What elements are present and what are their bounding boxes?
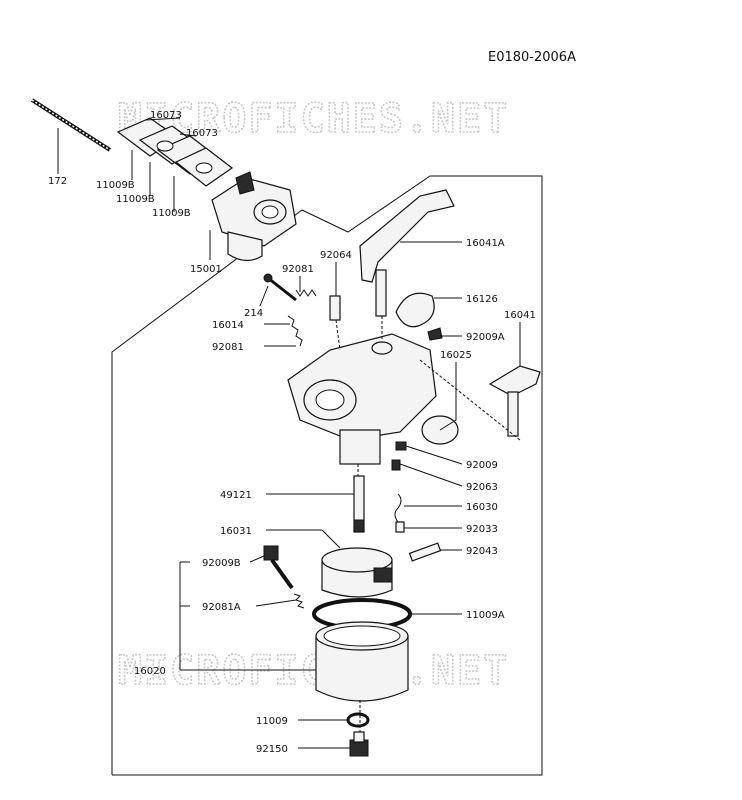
leader-lines (57, 117, 521, 749)
watermark-bottom: MICROFICHES.NET (118, 648, 509, 694)
clip-16030 (394, 493, 402, 523)
label-92063: 92063 (466, 482, 498, 493)
label-92081a: 92081A (202, 602, 241, 613)
label-16014: 16014 (212, 320, 244, 331)
label-16041: 16041 (504, 310, 536, 321)
pin-92063 (391, 459, 401, 471)
pin-92043 (408, 542, 442, 562)
label-11009b-2: 11009B (116, 194, 155, 205)
screw-92064 (329, 295, 341, 321)
label-11009b-3: 11009B (152, 208, 191, 219)
label-92081-mid: 92081 (212, 342, 244, 353)
spring-92081-top (295, 289, 317, 297)
part-labels: 172 16073 16073 11009B 11009B 11009B 150… (48, 110, 536, 755)
label-16020: 16020 (134, 666, 166, 677)
label-92009b: 92009B (202, 558, 241, 569)
label-16031: 16031 (220, 526, 252, 537)
label-214: 214 (244, 308, 263, 319)
label-92009: 92009 (466, 460, 498, 471)
frame-outline (111, 175, 543, 776)
label-49121: 49121 (220, 490, 252, 501)
label-16030: 16030 (466, 502, 498, 513)
float-16031 (321, 547, 393, 598)
label-11009b-1: 11009B (96, 180, 135, 191)
label-16025: 16025 (440, 350, 472, 361)
diagram-code: E0180-2006A (488, 50, 576, 65)
float-bowl-16020 (315, 621, 409, 702)
choke-lever-16041 (488, 365, 541, 437)
washer-11009 (346, 712, 370, 728)
label-172: 172 (48, 176, 67, 187)
label-11009: 11009 (256, 716, 288, 727)
gasket-stack (116, 117, 234, 187)
carburetor-assembly-15001 (211, 171, 297, 262)
label-92081-top: 92081 (282, 264, 314, 275)
screw-214 (263, 273, 297, 302)
label-92009a: 92009A (466, 332, 505, 343)
screw-92009b (263, 545, 294, 590)
label-16041a: 16041A (466, 238, 505, 249)
stud-172 (30, 98, 112, 152)
label-11009a: 11009A (466, 610, 505, 621)
bolt-92150 (349, 731, 369, 757)
label-92064: 92064 (320, 250, 352, 261)
spring-16014 (287, 315, 303, 347)
plate-16126 (395, 292, 443, 341)
label-92043: 92043 (466, 546, 498, 557)
label-16073-b: 16073 (186, 128, 218, 139)
label-16126: 16126 (466, 294, 498, 305)
label-92033: 92033 (466, 524, 498, 535)
label-92150: 92150 (256, 744, 288, 755)
screw-92009 (395, 441, 407, 451)
label-16073-a: 16073 (150, 110, 182, 121)
carburetor-body (287, 333, 437, 465)
clip-92033 (395, 521, 405, 533)
throttle-lever-16041a (359, 189, 455, 317)
spring-92081a (293, 593, 305, 609)
label-15001: 15001 (190, 264, 222, 275)
